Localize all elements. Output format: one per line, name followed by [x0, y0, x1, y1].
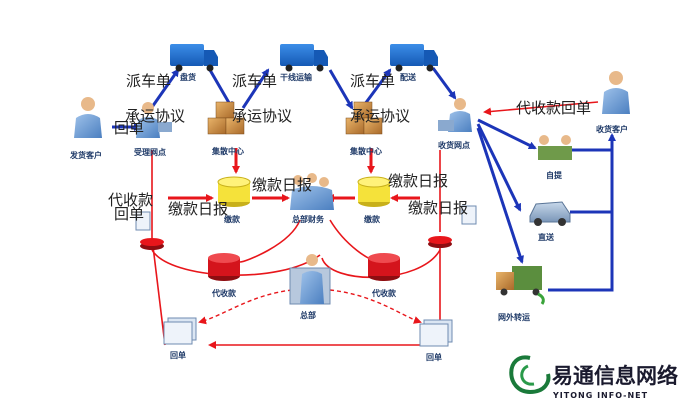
dashed-hq-lines: [198, 289, 422, 325]
doc-left-small: [135, 211, 151, 231]
receipt-right-label: 回单: [426, 352, 442, 362]
receipt-left-note: 回单: [114, 205, 144, 223]
hub-right: 集散中心: [345, 101, 383, 156]
self-pickup: 自提: [538, 135, 572, 180]
agreement-note-1: 承运协议: [125, 107, 185, 125]
pay-daily-note-4: 缴款日报: [408, 199, 468, 217]
dispatch-note-1: 派车单: [126, 72, 171, 90]
sender-customer: 发货客户: [69, 97, 102, 160]
cod-left-label: 代收款: [211, 288, 237, 298]
truck-label-pickup: 盘货: [180, 72, 196, 82]
receipt-note: 回单: [114, 119, 144, 137]
pay-daily-note-3: 缴款日报: [388, 172, 448, 190]
agreement-note-3: 承运协议: [350, 107, 410, 125]
truck-label-delivery: 配送: [400, 72, 417, 82]
receiver-label: 收货客户: [596, 124, 628, 134]
payment-left-label: 缴款: [224, 214, 241, 224]
logo-english-name: YITONG INFO-NET: [552, 391, 648, 400]
blue-flow-lines: [112, 67, 616, 292]
payment-right-label: 缴款: [364, 214, 381, 224]
cod-right-label: 代收款: [371, 288, 397, 298]
logo-mark-icon: [509, 355, 551, 395]
direct-delivery: 直送: [529, 201, 571, 242]
delivery-point-label: 收货网点: [438, 140, 470, 150]
truck-pickup: 盘货: [170, 44, 218, 82]
hub-right-label: 集散中心: [349, 146, 382, 156]
receipt-doc-left: 回单: [163, 317, 197, 360]
external-transfer-label: 网外转运: [498, 312, 530, 322]
pay-daily-note-2: 缴款日报: [168, 200, 228, 218]
dispatch-note-2: 派车单: [232, 72, 277, 90]
sender-label: 发货客户: [69, 150, 102, 160]
doc-right-small: [461, 205, 477, 225]
agreement-note-2: 承运协议: [232, 107, 292, 125]
logo-chinese-name: 易通信息网络: [552, 364, 678, 388]
payment-right: 缴款: [357, 176, 391, 224]
cod-right: 代收款: [368, 253, 400, 298]
payment-left: 缴款: [217, 176, 251, 224]
hub-left: 集散中心: [207, 101, 245, 156]
dispatch-note-3: 派车单: [350, 72, 395, 90]
pay-daily-note-1: 缴款日报: [252, 176, 312, 194]
truck-delivery: 配送: [390, 44, 438, 82]
cod-receipt-top-note: 代收款回单: [516, 99, 591, 117]
self-pickup-label: 自提: [546, 170, 563, 180]
truck-trunk: 干线运输: [280, 44, 328, 82]
receipt-left-label: 回单: [170, 350, 186, 360]
hq-finance-label: 总部财务: [292, 214, 325, 224]
accept-point-label: 受理网点: [134, 147, 166, 157]
external-transfer: 网外转运: [496, 266, 545, 322]
hq-finance: 总部财务: [290, 173, 334, 224]
cod-left: 代收款: [208, 253, 240, 298]
receiver-customer: 收货客户: [596, 71, 630, 134]
truck-label-trunk: 干线运输: [280, 72, 313, 82]
cod-left-note: 代收款: [108, 191, 153, 209]
hq-label: 总部: [300, 310, 316, 320]
hub-left-label: 集散中心: [211, 146, 244, 156]
hq: 总部: [289, 254, 331, 320]
cod-disk-left-small: [140, 238, 164, 250]
cod-disk-right-small: [428, 236, 452, 248]
brand-logo: 易通信息网络 YITONG INFO-NET: [509, 355, 678, 400]
delivery-point: 收货网点: [438, 98, 472, 150]
direct-delivery-label: 直送: [538, 232, 555, 242]
accept-point: 受理网点: [134, 102, 172, 157]
receipt-doc-right: 回单: [419, 319, 453, 362]
